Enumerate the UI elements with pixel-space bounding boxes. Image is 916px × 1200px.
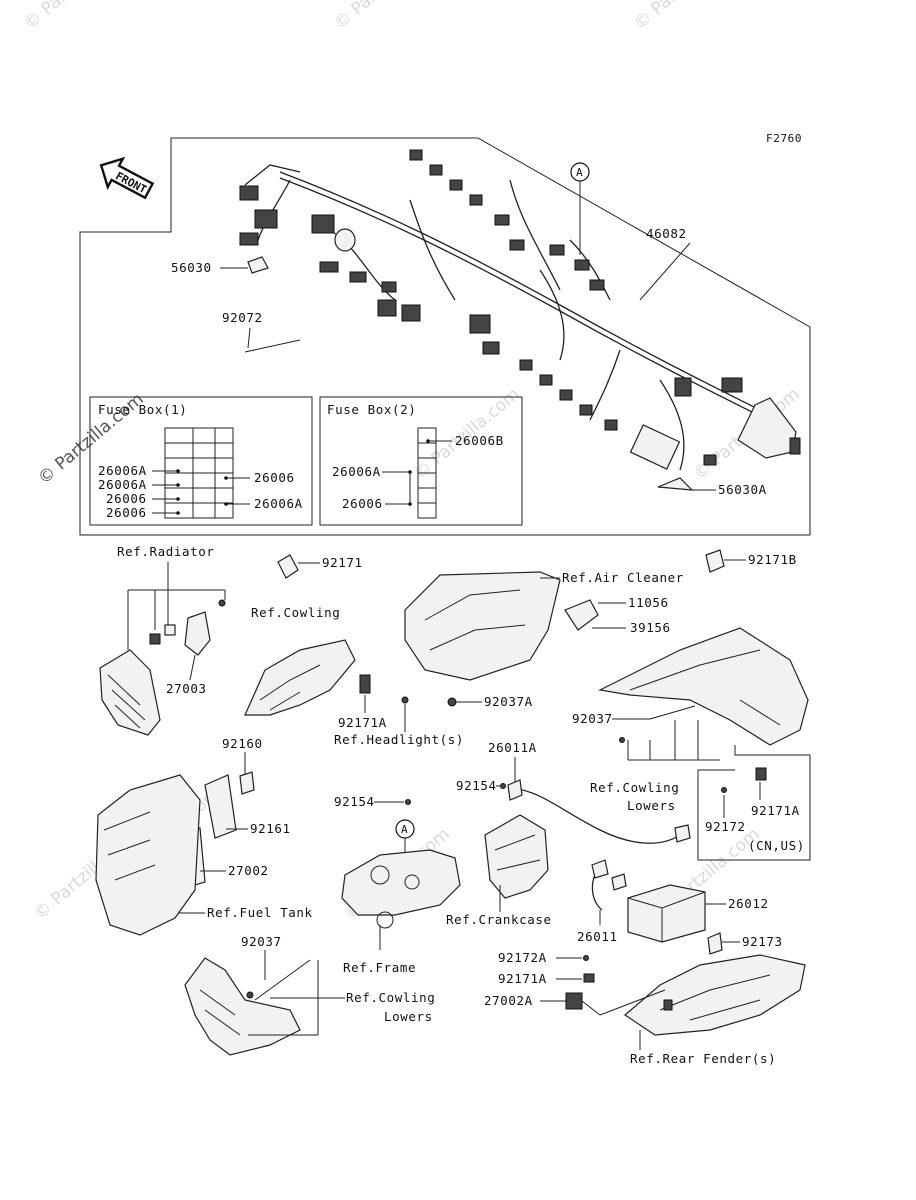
part-92037-b: 92037	[241, 934, 282, 949]
part-56030: 56030	[171, 260, 212, 275]
ref-cowling-lowers-1b: Lowers	[627, 798, 676, 813]
region-note: (CN,US)	[748, 838, 805, 853]
fuse-box-1-frame	[89, 396, 313, 526]
part-92171A-c: 92171A	[498, 971, 547, 986]
air-cleaner-body	[404, 571, 561, 681]
fuse-box-1-label: 26006	[106, 505, 147, 520]
part-92172A: 92172A	[498, 950, 547, 965]
part-92160: 92160	[222, 736, 263, 751]
lower-cowl	[184, 957, 301, 1056]
part-27002: 27002	[228, 863, 269, 878]
figure-code: F2760	[766, 132, 802, 145]
ref-headlight: Ref.Headlight(s)	[334, 732, 464, 747]
watermark: © Partzilla.com	[20, 0, 133, 34]
cowling-bracket	[244, 639, 356, 716]
fuse-box-1-label: 26006A	[98, 463, 147, 478]
crankcase-part	[484, 814, 549, 899]
fuse-box-1-label: 26006	[254, 470, 295, 485]
part-39156: 39156	[630, 620, 671, 635]
ref-cowling-lowers-2a: Ref.Cowling	[346, 990, 435, 1005]
fuse-box-1-title: Fuse Box(1)	[98, 402, 187, 417]
frame-part	[341, 849, 461, 916]
battery-26012	[627, 884, 706, 943]
part-56030A: 56030A	[718, 482, 767, 497]
part-27003: 27003	[166, 681, 207, 696]
fuel-tank	[95, 774, 201, 936]
ref-cowling: Ref.Cowling	[251, 605, 340, 620]
ref-cowling-lowers-1a: Ref.Cowling	[590, 780, 679, 795]
ref-marker-a-lower: A	[401, 823, 408, 836]
ref-fuel-tank: Ref.Fuel Tank	[207, 905, 313, 920]
ref-frame: Ref.Frame	[343, 960, 416, 975]
fuse-box-1-label: 26006	[106, 491, 147, 506]
fuse-box-2-frame	[319, 396, 523, 526]
watermarks: © Partzilla.com © Partzilla.com © Partzi…	[20, 0, 803, 924]
part-92037A: 92037A	[484, 694, 533, 709]
harness-frame	[79, 137, 811, 536]
ref-rear-fender: Ref.Rear Fender(s)	[630, 1051, 776, 1066]
ref-radiator: Ref.Radiator	[117, 544, 215, 559]
part-92172: 92172	[705, 819, 746, 834]
fuse-box-1-label: 26006A	[254, 496, 303, 511]
upper-cowl	[598, 627, 809, 746]
part-26011A: 26011A	[488, 740, 537, 755]
fuse-box-1-label: 26006A	[98, 477, 147, 492]
fuse-box-1-grid	[164, 427, 234, 519]
ref-air-cleaner: Ref.Air Cleaner	[562, 570, 684, 585]
fuse-box-2-grid	[417, 427, 437, 519]
part-27002A: 27002A	[484, 993, 533, 1008]
watermark: © Partzilla.com	[330, 0, 443, 34]
watermark: © Partzilla.com	[630, 0, 743, 34]
part-26011: 26011	[577, 929, 618, 944]
part-92173: 92173	[742, 934, 783, 949]
part-92154-b: 92154	[334, 794, 375, 809]
fuse-box-2-label: 26006B	[455, 433, 504, 448]
part-92072: 92072	[222, 310, 263, 325]
fuse-box-2-label: 26006	[342, 496, 383, 511]
ref-marker-a: A	[576, 166, 583, 179]
rear-fender	[624, 954, 806, 1036]
part-92037-a: 92037	[572, 711, 613, 726]
part-11056: 11056	[628, 595, 669, 610]
part-92171B: 92171B	[748, 552, 797, 567]
ref-cowling-lowers-2b: Lowers	[384, 1009, 433, 1024]
wiring-harness	[239, 149, 801, 471]
part-26012: 26012	[728, 896, 769, 911]
part-92154-a: 92154	[456, 778, 497, 793]
fuse-box-2-label: 26006A	[332, 464, 381, 479]
part-92171A-a: 92171A	[338, 715, 387, 730]
front-arrow: FRONT	[99, 156, 155, 200]
ref-crankcase: Ref.Crankcase	[446, 912, 552, 927]
fuse-box-2-title: Fuse Box(2)	[327, 402, 416, 417]
part-92161: 92161	[250, 821, 291, 836]
part-92171: 92171	[322, 555, 363, 570]
part-46082: 46082	[646, 226, 687, 241]
part-92171A-b: 92171A	[751, 803, 800, 818]
